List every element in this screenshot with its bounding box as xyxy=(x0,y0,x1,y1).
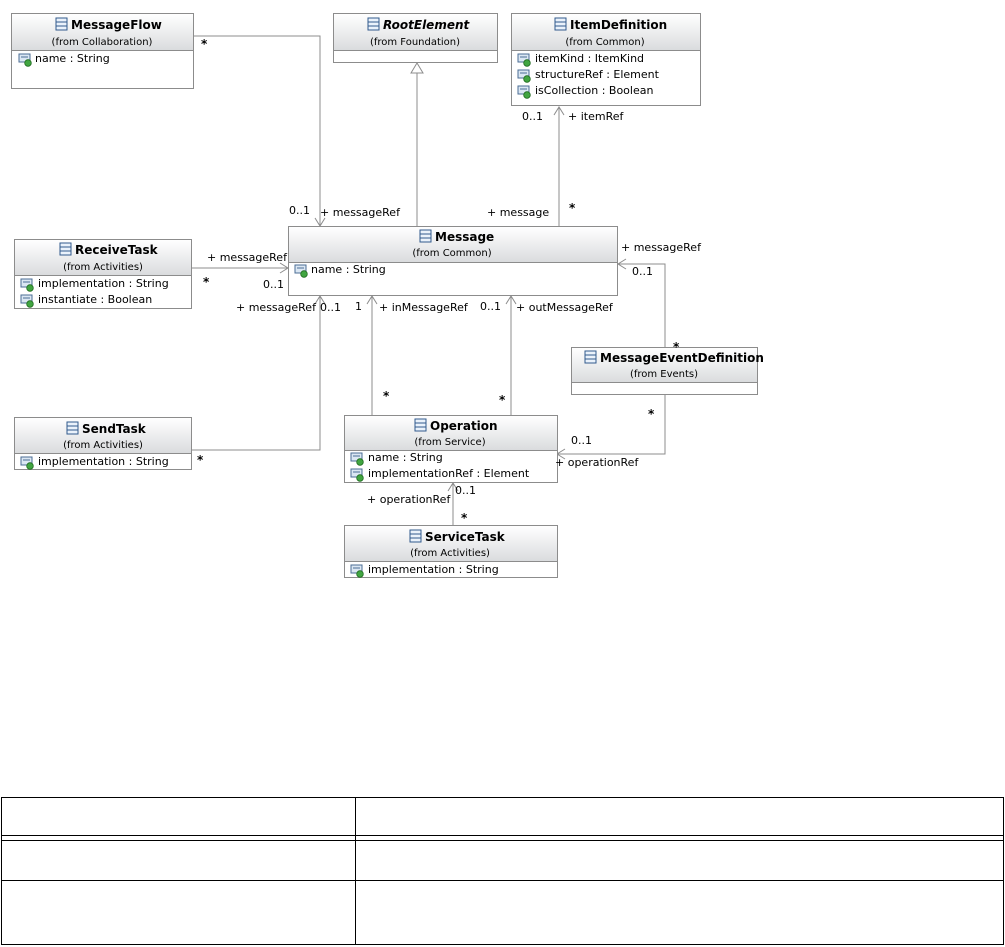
association-labels: * 0..1 + messageRef 0..1 + itemRef + mes… xyxy=(197,37,702,525)
class-package: (from Collaboration) xyxy=(52,37,153,48)
class-icon xyxy=(409,529,422,543)
multiplicity-label: * xyxy=(203,275,210,289)
generalization-arrowhead xyxy=(410,62,424,74)
role-label: + messageRef xyxy=(621,241,702,254)
table-cell xyxy=(355,797,1004,836)
attribute: name : String xyxy=(311,263,386,276)
arrowhead-itemdef xyxy=(553,106,565,116)
role-label: + message xyxy=(487,206,549,219)
class-name: ServiceTask xyxy=(425,530,506,544)
class-name: SendTask xyxy=(82,422,147,436)
class-icon xyxy=(59,242,72,256)
class-messageflow[interactable]: MessageFlow (from Collaboration) name : … xyxy=(11,13,194,89)
class-icon xyxy=(554,17,567,31)
class-icon xyxy=(584,350,597,364)
multiplicity-label: * xyxy=(569,201,576,215)
table-row xyxy=(1,839,1004,881)
class-icon xyxy=(66,421,79,435)
assoc-sendtask-message xyxy=(192,296,321,451)
multiplicity-label: * xyxy=(383,389,390,403)
multiplicity-label: 0..1 xyxy=(320,301,341,314)
multiplicity-label: 0..1 xyxy=(522,110,543,123)
attribute: itemKind : ItemKind xyxy=(535,52,644,65)
class-icon xyxy=(55,17,68,31)
class-name: MessageFlow xyxy=(71,18,162,32)
class-itemdefinition[interactable]: ItemDefinition (from Common) itemKind : … xyxy=(511,13,701,106)
table-row xyxy=(1,834,1004,841)
attribute: instantiate : Boolean xyxy=(38,293,152,306)
table-cell xyxy=(1,839,356,881)
multiplicity-label: * xyxy=(201,37,208,51)
class-package: (from Activities) xyxy=(63,440,143,451)
role-label: + inMessageRef xyxy=(379,301,469,314)
class-messageeventdefinition[interactable]: MessageEventDefinition (from Events) xyxy=(571,347,764,395)
table-row xyxy=(1,879,1004,946)
attribute: implementation : String xyxy=(368,563,499,576)
table-cell xyxy=(355,839,1004,881)
attribute: name : String xyxy=(368,451,443,464)
multiplicity-label: 0..1 xyxy=(263,278,284,291)
multiplicity-label: * xyxy=(461,511,468,525)
attribute: implementationRef : Element xyxy=(368,467,530,480)
class-icon xyxy=(419,229,432,243)
class-package: (from Common) xyxy=(412,248,491,259)
table-cell xyxy=(355,834,1004,841)
class-package: (from Common) xyxy=(565,37,644,48)
class-name: ReceiveTask xyxy=(75,243,159,257)
description-table xyxy=(1,797,1004,946)
attribute: implementation : String xyxy=(38,277,169,290)
multiplicity-label: * xyxy=(197,453,204,467)
multiplicity-label: 0..1 xyxy=(571,434,592,447)
multiplicity-label: * xyxy=(499,393,506,407)
table-cell xyxy=(1,797,356,836)
multiplicity-label: * xyxy=(648,407,655,421)
class-rootelement[interactable]: RootElement (from Foundation) xyxy=(333,13,498,63)
role-label: + messageRef xyxy=(320,206,401,219)
class-icon xyxy=(367,17,380,31)
multiplicity-label: 0..1 xyxy=(455,484,476,497)
attribute: structureRef : Element xyxy=(535,68,660,81)
class-package: (from Events) xyxy=(630,369,698,380)
multiplicity-label: 0..1 xyxy=(632,265,653,278)
assoc-med-operation xyxy=(557,395,666,455)
class-servicetask[interactable]: ServiceTask (from Activities) implementa… xyxy=(344,525,558,578)
class-sendtask[interactable]: SendTask (from Activities) implementatio… xyxy=(14,417,192,470)
class-package: (from Activities) xyxy=(63,262,143,273)
class-name: ItemDefinition xyxy=(570,18,667,32)
assoc-med-message xyxy=(618,263,666,347)
class-icon xyxy=(414,418,427,432)
class-message[interactable]: Message (from Common) name : String xyxy=(288,226,618,296)
class-operation[interactable]: Operation (from Service) name : String i… xyxy=(344,415,558,483)
table-cell xyxy=(1,879,356,946)
attribute: name : String xyxy=(35,52,110,65)
class-package: (from Foundation) xyxy=(370,37,460,48)
table-cell xyxy=(355,879,1004,946)
role-label: + operationRef xyxy=(555,456,639,469)
multiplicity-label: 0..1 xyxy=(480,300,501,313)
multiplicity-label: * xyxy=(673,340,680,354)
role-label: + messageRef xyxy=(207,251,288,264)
uml-class-diagram: MessageFlow (from Collaboration) name : … xyxy=(11,13,764,578)
table-row xyxy=(1,797,1004,836)
class-package: (from Service) xyxy=(414,437,485,448)
role-label: + operationRef xyxy=(367,493,451,506)
attribute: isCollection : Boolean xyxy=(535,84,653,97)
role-label: + itemRef xyxy=(568,110,624,123)
role-label: + outMessageRef xyxy=(516,301,614,314)
class-package: (from Activities) xyxy=(410,548,490,559)
multiplicity-label: 0..1 xyxy=(289,204,310,217)
class-name: Operation xyxy=(430,419,498,433)
attribute: implementation : String xyxy=(38,455,169,468)
role-label: + messageRef xyxy=(236,301,317,314)
class-name: RootElement xyxy=(383,18,471,32)
multiplicity-label: 1 xyxy=(355,300,362,313)
assoc-messageflow-message xyxy=(194,35,321,226)
class-name: Message xyxy=(435,230,494,244)
class-receivetask[interactable]: ReceiveTask (from Activities) implementa… xyxy=(14,239,192,309)
class-name: MessageEventDefinition xyxy=(600,351,764,365)
